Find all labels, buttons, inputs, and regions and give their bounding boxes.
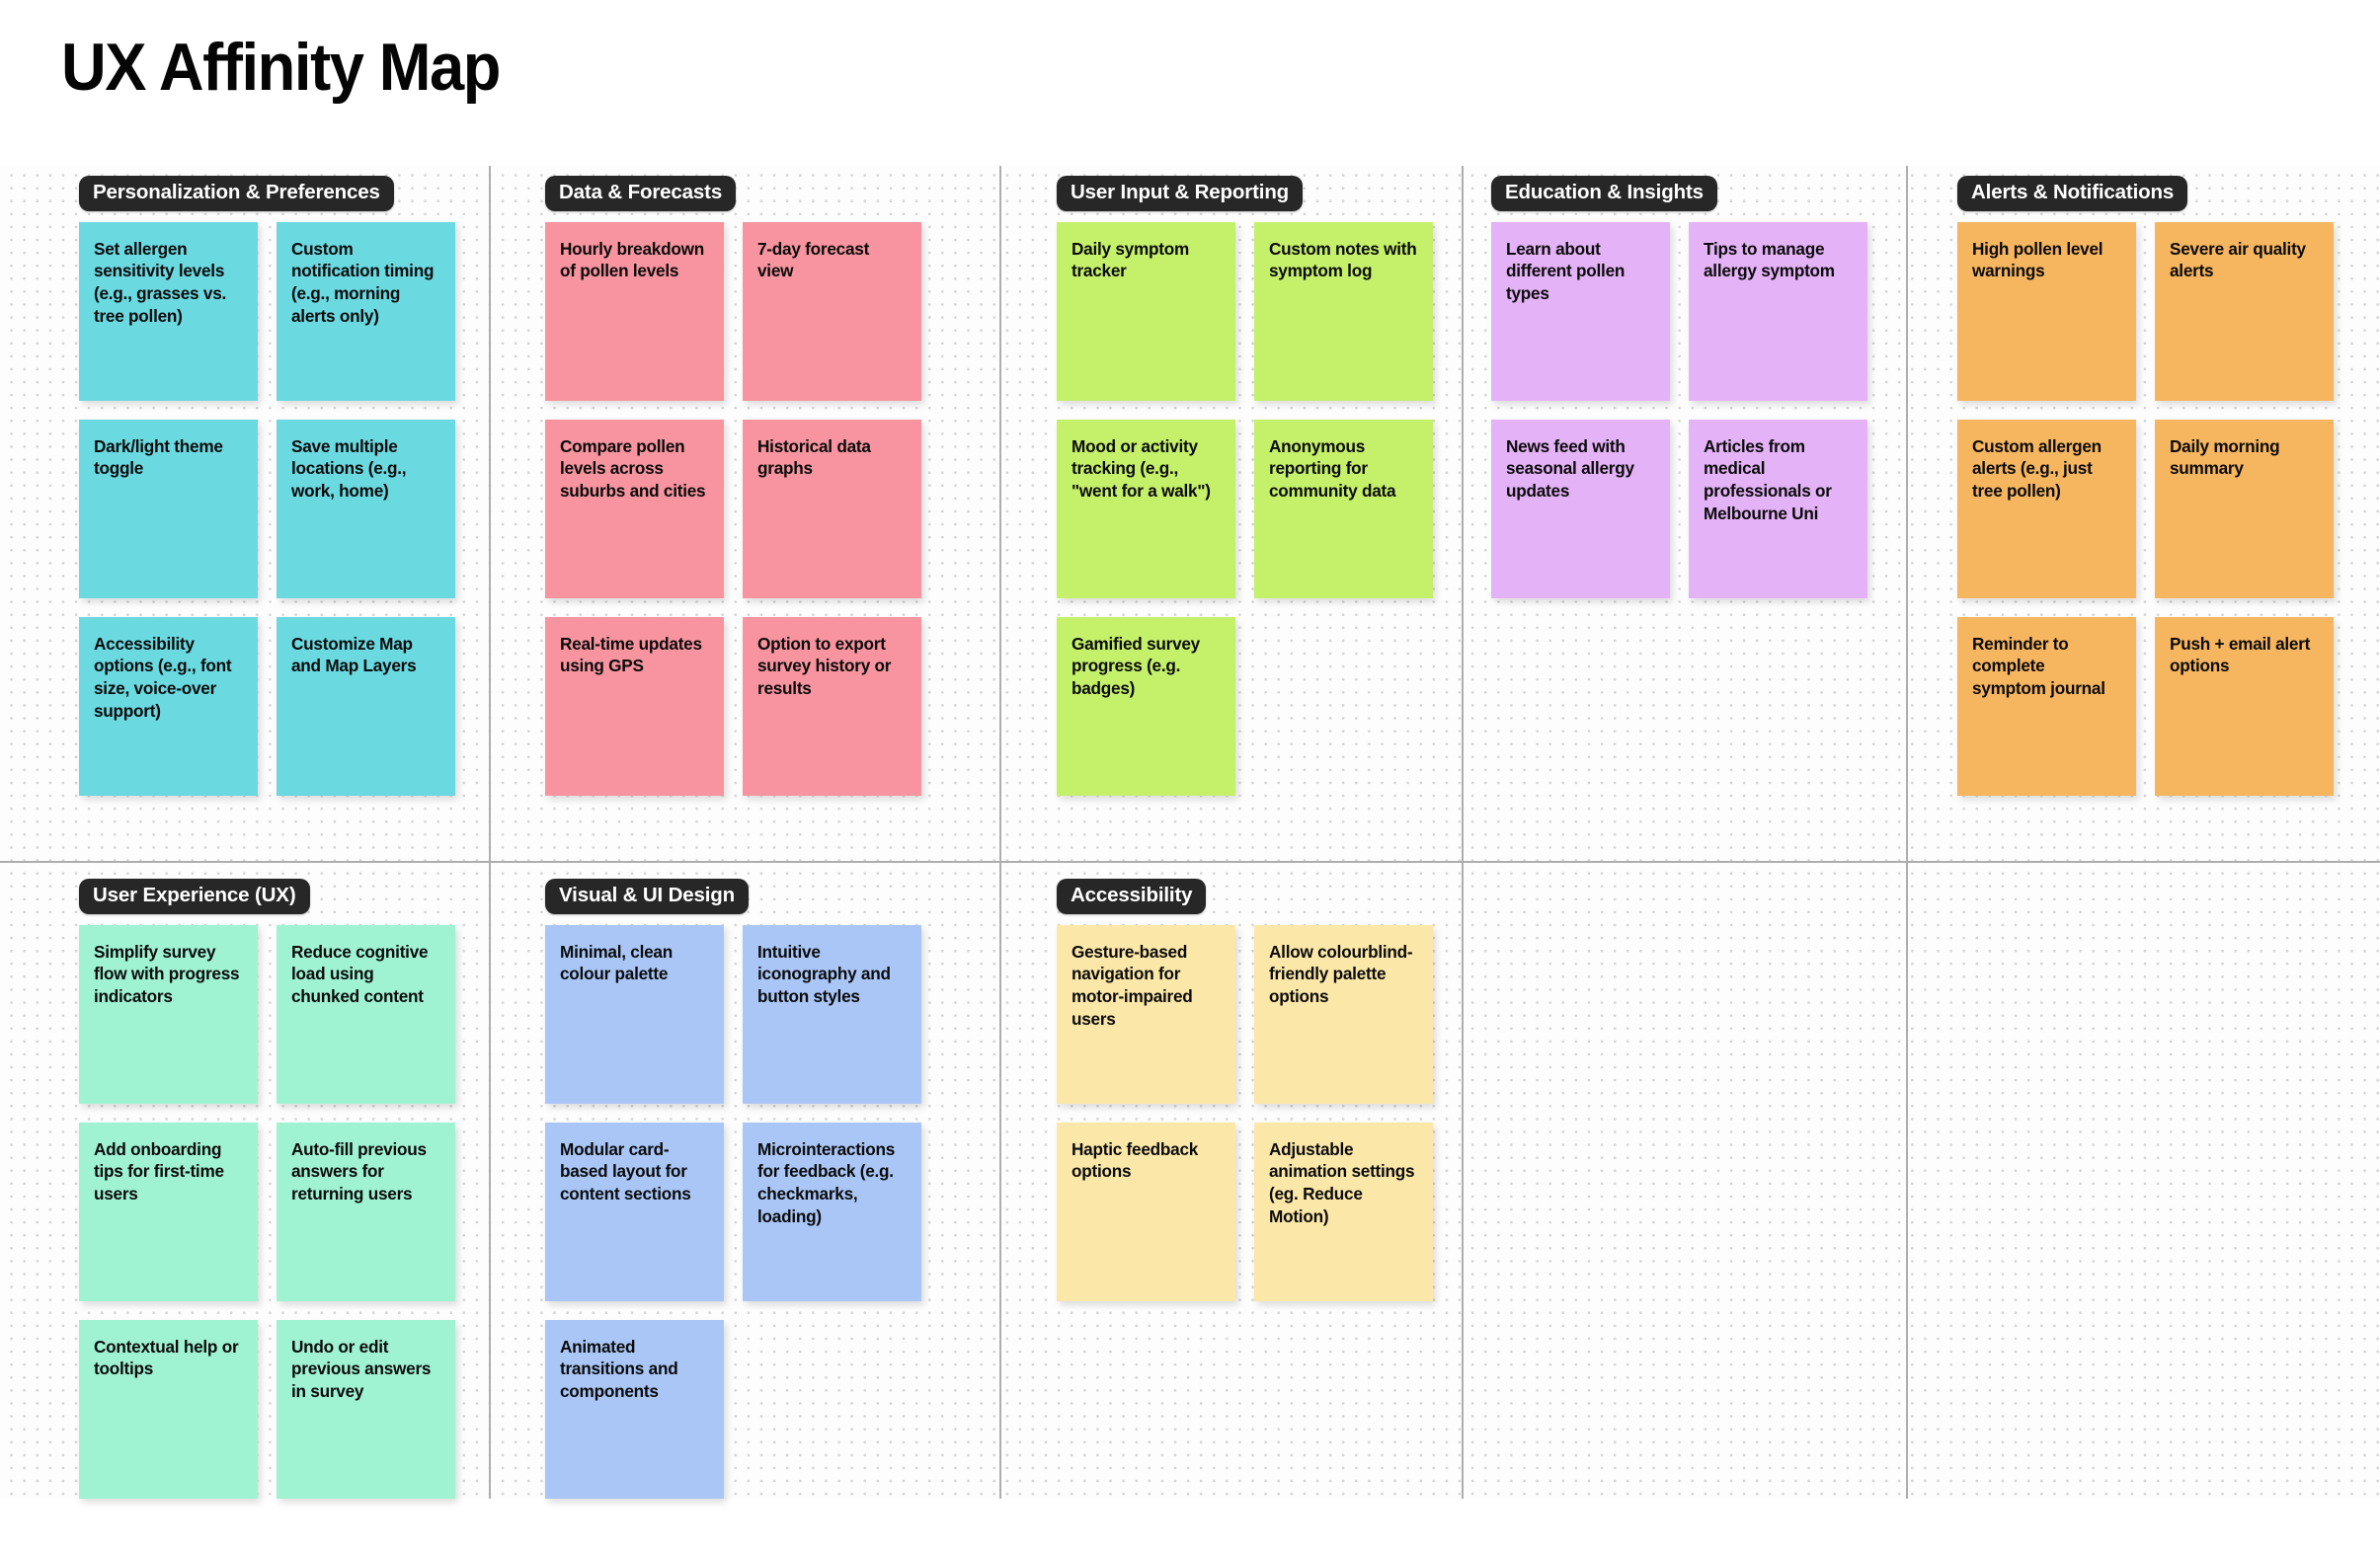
sticky-note[interactable]: Simplify survey flow with progress indic… xyxy=(79,924,258,1104)
sticky-note[interactable]: Save multiple locations (e.g., work, hom… xyxy=(277,419,455,598)
frame-divider-vertical-3 xyxy=(1462,166,1464,1499)
sticky-note[interactable]: Dark/light theme toggle xyxy=(79,419,258,598)
cluster-label-accessibility[interactable]: Accessibility xyxy=(1057,879,1207,914)
sticky-note[interactable]: Accessibility options (e.g., font size, … xyxy=(79,616,258,796)
sticky-note[interactable]: Modular card-based layout for content se… xyxy=(545,1122,724,1301)
sticky-note[interactable]: Push + email alert options xyxy=(2155,616,2334,796)
notes-grid-accessibility: Gesture-based navigation for motor-impai… xyxy=(1057,924,1433,1301)
sticky-note[interactable]: Daily symptom tracker xyxy=(1057,221,1235,401)
sticky-note[interactable]: Gesture-based navigation for motor-impai… xyxy=(1057,924,1235,1104)
sticky-note[interactable]: Intuitive iconography and button styles xyxy=(743,924,921,1104)
cluster-label-user-input-reporting[interactable]: User Input & Reporting xyxy=(1057,176,1304,211)
cluster-user-experience-ux: User Experience (UX) Simplify survey flow… xyxy=(79,879,455,1499)
sticky-note[interactable]: Animated transitions and components xyxy=(545,1319,724,1499)
sticky-note[interactable]: Mood or activity tracking (e.g., "went f… xyxy=(1057,419,1235,598)
sticky-note[interactable]: Tips to manage allergy symptom xyxy=(1689,221,1867,401)
sticky-note[interactable]: Add onboarding tips for first-time users xyxy=(79,1122,258,1301)
cluster-label-education-insights[interactable]: Education & Insights xyxy=(1491,176,1717,211)
cluster-label-user-experience-ux[interactable]: User Experience (UX) xyxy=(79,879,310,914)
sticky-note[interactable]: Learn about different pollen types xyxy=(1491,221,1670,401)
cluster-label-visual-ui-design[interactable]: Visual & UI Design xyxy=(545,879,750,914)
sticky-note[interactable]: Real-time updates using GPS xyxy=(545,616,724,796)
sticky-note[interactable]: Compare pollen levels across suburbs and… xyxy=(545,419,724,598)
sticky-note[interactable]: Minimal, clean colour palette xyxy=(545,924,724,1104)
sticky-note[interactable]: Customize Map and Map Layers xyxy=(277,616,455,796)
sticky-note[interactable]: Articles from medical professionals or M… xyxy=(1689,419,1867,598)
sticky-note[interactable]: Hourly breakdown of pollen levels xyxy=(545,221,724,401)
page-title: UX Affinity Map xyxy=(61,30,501,105)
cluster-label-data-forecasts[interactable]: Data & Forecasts xyxy=(545,176,737,211)
sticky-note[interactable]: Undo or edit previous answers in survey xyxy=(277,1319,455,1499)
sticky-note[interactable]: Custom notes with symptom log xyxy=(1254,221,1433,401)
sticky-note[interactable]: Haptic feedback options xyxy=(1057,1122,1235,1301)
sticky-note[interactable]: Allow colourblind-friendly palette optio… xyxy=(1254,924,1433,1104)
frame-divider-horizontal xyxy=(0,861,2380,863)
sticky-note[interactable]: Historical data graphs xyxy=(743,419,921,598)
notes-grid-user-experience-ux: Simplify survey flow with progress indic… xyxy=(79,924,455,1499)
sticky-note[interactable]: News feed with seasonal allergy updates xyxy=(1491,419,1670,598)
frame-divider-vertical-1 xyxy=(489,166,491,1499)
frame-divider-vertical-2 xyxy=(999,166,1001,1499)
sticky-note[interactable]: Option to export survey history or resul… xyxy=(743,616,921,796)
sticky-note[interactable]: Anonymous reporting for community data xyxy=(1254,419,1433,598)
sticky-note[interactable]: Severe air quality alerts xyxy=(2155,221,2334,401)
notes-grid-personalization-preferences: Set allergen sensitivity levels (e.g., g… xyxy=(79,221,455,796)
sticky-note[interactable]: Auto-fill previous answers for returning… xyxy=(277,1122,455,1301)
sticky-note[interactable]: Reduce cognitive load using chunked cont… xyxy=(277,924,455,1104)
sticky-note[interactable]: Contextual help or tooltips xyxy=(79,1319,258,1499)
sticky-note[interactable]: Microinteractions for feedback (e.g. che… xyxy=(743,1122,921,1301)
cluster-label-personalization-preferences[interactable]: Personalization & Preferences xyxy=(79,176,394,211)
sticky-note[interactable]: Custom allergen alerts (e.g., just tree … xyxy=(1957,419,2136,598)
sticky-note[interactable]: Set allergen sensitivity levels (e.g., g… xyxy=(79,221,258,401)
sticky-note[interactable]: Adjustable animation settings (eg. Reduc… xyxy=(1254,1122,1433,1301)
cluster-label-alerts-notifications[interactable]: Alerts & Notifications xyxy=(1957,176,2188,211)
frame-divider-vertical-4 xyxy=(1906,166,1908,1499)
sticky-note[interactable]: Custom notification timing (e.g., mornin… xyxy=(277,221,455,401)
sticky-note[interactable]: 7-day forecast view xyxy=(743,221,921,401)
sticky-note[interactable]: Reminder to complete symptom journal xyxy=(1957,616,2136,796)
sticky-note[interactable]: Daily morning summary xyxy=(2155,419,2334,598)
sticky-note[interactable]: Gamified survey progress (e.g. badges) xyxy=(1057,616,1235,796)
sticky-note[interactable]: High pollen level warnings xyxy=(1957,221,2136,401)
